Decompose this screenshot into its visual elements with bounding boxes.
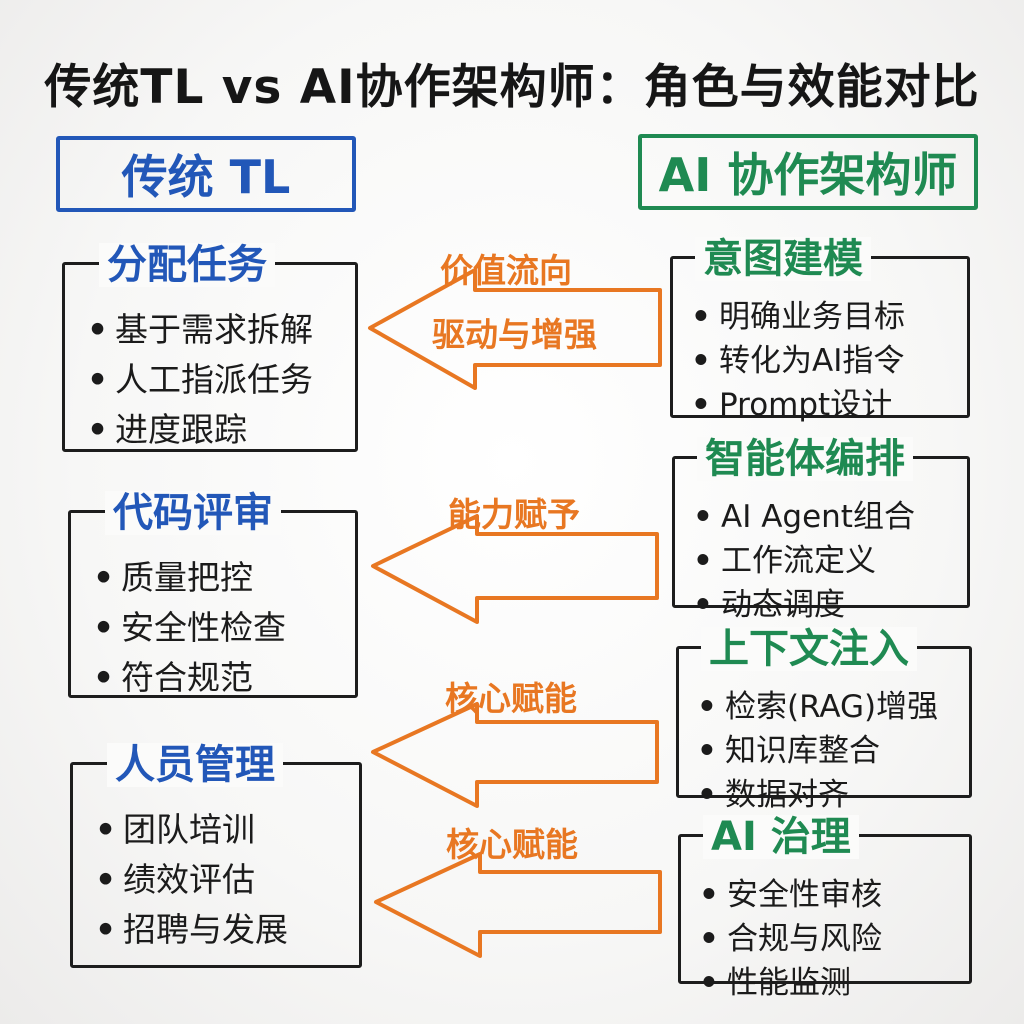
list-item: •符合规范: [93, 658, 253, 697]
arrow-2: [371, 514, 659, 624]
right-box-intent-modeling: 意图建模 •明确业务目标 •转化为AI指令 •Prompt设计: [670, 237, 970, 423]
arrow-4: [374, 852, 662, 958]
left-box-code-review: 代码评审 •质量把控 •安全性检查 •符合规范: [68, 491, 358, 698]
list-item: •安全性审核: [699, 877, 882, 913]
arrow-3-label: 核心赋能: [445, 679, 577, 718]
list-item: •动态调度: [693, 587, 845, 623]
left-box-people-management: 人员管理 •团队培训 •绩效评估 •招聘与发展: [70, 743, 362, 968]
right-column-header: AI 协作架构师: [638, 134, 978, 210]
list-item: •招聘与发展: [95, 910, 288, 949]
list-item: •AI Agent组合: [693, 499, 915, 535]
left-column-header: 传统 TL: [56, 136, 356, 212]
box-title: 分配任务: [99, 243, 275, 287]
left-box-task-allocation: 分配任务 •基于需求拆解 •人工指派任务 •进度跟踪: [62, 243, 358, 452]
box-title: 上下文注入: [701, 627, 917, 671]
list-item: •合规与风险: [699, 921, 882, 957]
list-item: •基于需求拆解: [87, 310, 313, 349]
box-title: AI 治理: [703, 815, 859, 859]
box-title: 代码评审: [105, 491, 281, 535]
list-item: •绩效评估: [95, 860, 255, 899]
list-item: •质量把控: [93, 558, 253, 597]
list-item: •转化为AI指令: [691, 343, 905, 379]
list-item: •安全性检查: [93, 608, 286, 647]
arrow-1-label-top: 价值流向: [440, 251, 572, 290]
arrow-2-label: 能力赋予: [448, 495, 580, 534]
list-item: •性能监测: [699, 965, 851, 1001]
list-item: •人工指派任务: [87, 360, 313, 399]
list-item: •团队培训: [95, 810, 255, 849]
arrow-1: [368, 268, 662, 390]
list-item: •检索(RAG)增强: [697, 689, 939, 725]
box-title: 意图建模: [695, 237, 871, 281]
list-item: •明确业务目标: [691, 299, 905, 335]
arrow-1-label-bottom: 驱动与增强: [432, 315, 597, 354]
right-box-context-injection: 上下文注入 •检索(RAG)增强 •知识库整合 •数据对齐: [676, 627, 972, 813]
list-item: •数据对齐: [697, 777, 849, 813]
box-title: 人员管理: [107, 743, 283, 787]
list-item: •工作流定义: [693, 543, 876, 579]
right-box-ai-governance: AI 治理 •安全性审核 •合规与风险 •性能监测: [678, 815, 972, 1001]
right-box-agent-orchestration: 智能体编排 •AI Agent组合 •工作流定义 •动态调度: [672, 437, 970, 623]
arrow-4-label: 核心赋能: [446, 825, 578, 864]
list-item: •知识库整合: [697, 733, 880, 769]
list-item: •Prompt设计: [691, 387, 893, 423]
arrow-3: [371, 702, 659, 808]
box-title: 智能体编排: [697, 437, 913, 481]
page-title: 传统TL vs AI协作架构师：角色与效能对比: [44, 60, 980, 115]
list-item: •进度跟踪: [87, 410, 247, 449]
